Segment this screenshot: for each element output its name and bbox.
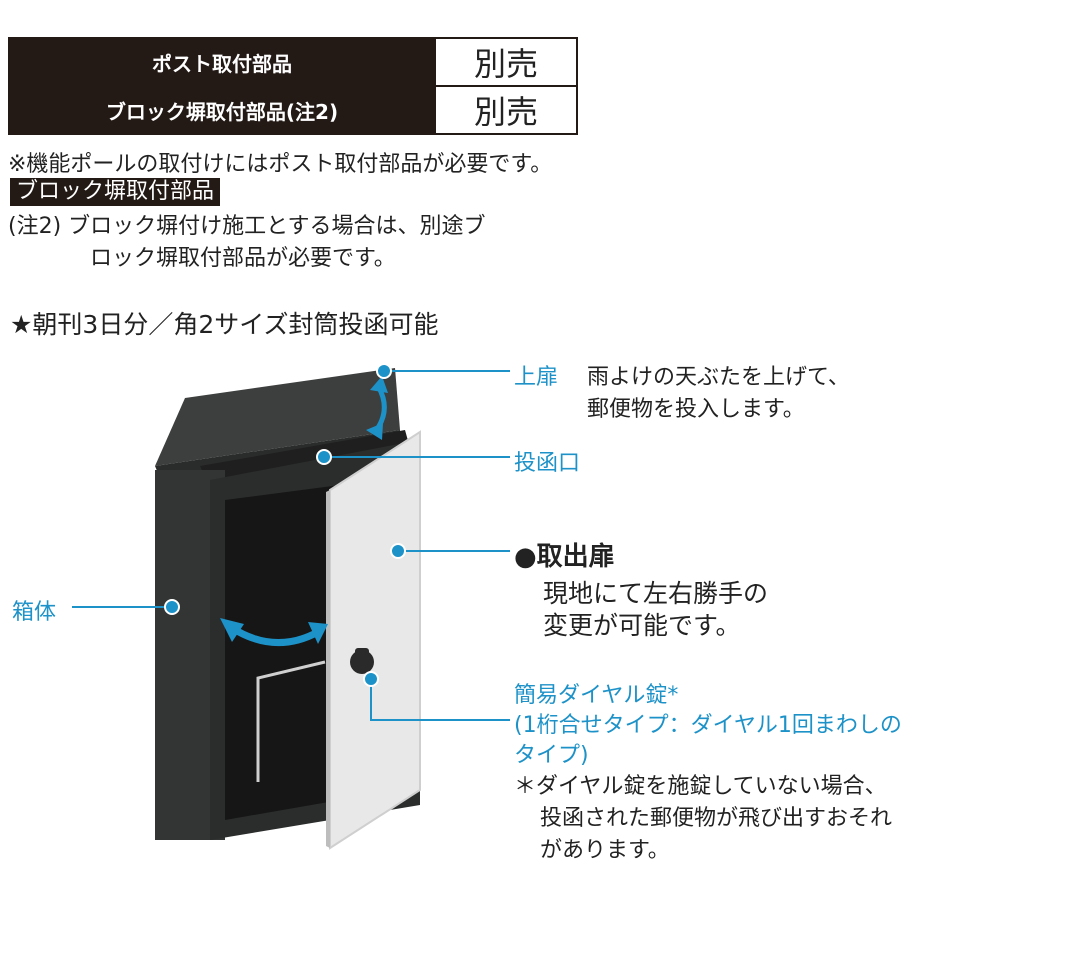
door-arrow-left-head (220, 618, 244, 642)
leader-dot (376, 363, 392, 379)
note2-line1: (注2) ブロック塀付け施工とする場合は、別途ブ (8, 214, 486, 239)
row-label: ブロック塀取付部品(注2) (8, 85, 436, 135)
table-row: ブロック塀取付部品(注2) 別売 (8, 85, 578, 135)
body-label: 箱体 (12, 600, 57, 625)
top-door-desc-1: 雨よけの天ぶたを上げて、 (587, 365, 850, 390)
leader-lock (370, 679, 510, 721)
row-label: ポスト取付部品 (8, 37, 436, 87)
takeout-door-desc-1: 現地にて左右勝手の (543, 579, 769, 608)
mailbox-illustration (72, 363, 510, 850)
lid-arrow-head (370, 376, 388, 393)
open-door (329, 430, 421, 850)
row-value: 別売 (434, 37, 578, 87)
block-wall-heading: ブロック塀取付部品 (10, 178, 221, 206)
top-door-label: 上扉 (514, 365, 559, 390)
leader-dot (164, 599, 180, 615)
lock-note-3: があります。 (540, 838, 670, 863)
interior (225, 485, 340, 820)
parts-table: ポスト取付部品 別売 ブロック塀取付部品(注2) 別売 (8, 37, 578, 135)
lock-note-2: 投函された郵便物が飛び出すおそれ (540, 806, 893, 831)
row-value: 別売 (434, 85, 578, 135)
capacity-feature: ★朝刊3日分／角2サイズ封筒投函可能 (10, 310, 439, 339)
takeout-door-desc-2: 変更が可能です。 (543, 611, 741, 640)
note2-line2: ロック塀取付部品が必要です。 (90, 246, 396, 271)
slot-label: 投函口 (514, 451, 581, 476)
pole-note: ※機能ポールの取付けにはポスト取付部品が必要です。 (8, 152, 553, 177)
lid-arrow-tail (366, 423, 383, 440)
table-row: ポスト取付部品 別売 (8, 37, 578, 87)
leader-dot (390, 543, 406, 559)
door-arrow (230, 625, 320, 646)
takeout-door-label: ●取出扉 (514, 542, 615, 572)
dial-knob (355, 648, 369, 658)
door-edge (326, 490, 330, 848)
lock-label-3: タイプ) (514, 743, 589, 768)
leader-dot (363, 671, 379, 687)
top-lid (155, 368, 400, 466)
leader-dot (316, 449, 332, 465)
lock-label-1: 簡易ダイヤル錠* (514, 683, 679, 708)
lock-label-2: (1桁合せタイプ：ダイヤル1回まわしの (514, 713, 902, 738)
inner-wire (256, 660, 326, 782)
lock-note-1: ＊ダイヤル錠を施錠していない場合、 (514, 774, 887, 799)
door-arrow-right-head (308, 622, 328, 644)
top-door-desc-2: 郵便物を投入します。 (587, 397, 805, 422)
